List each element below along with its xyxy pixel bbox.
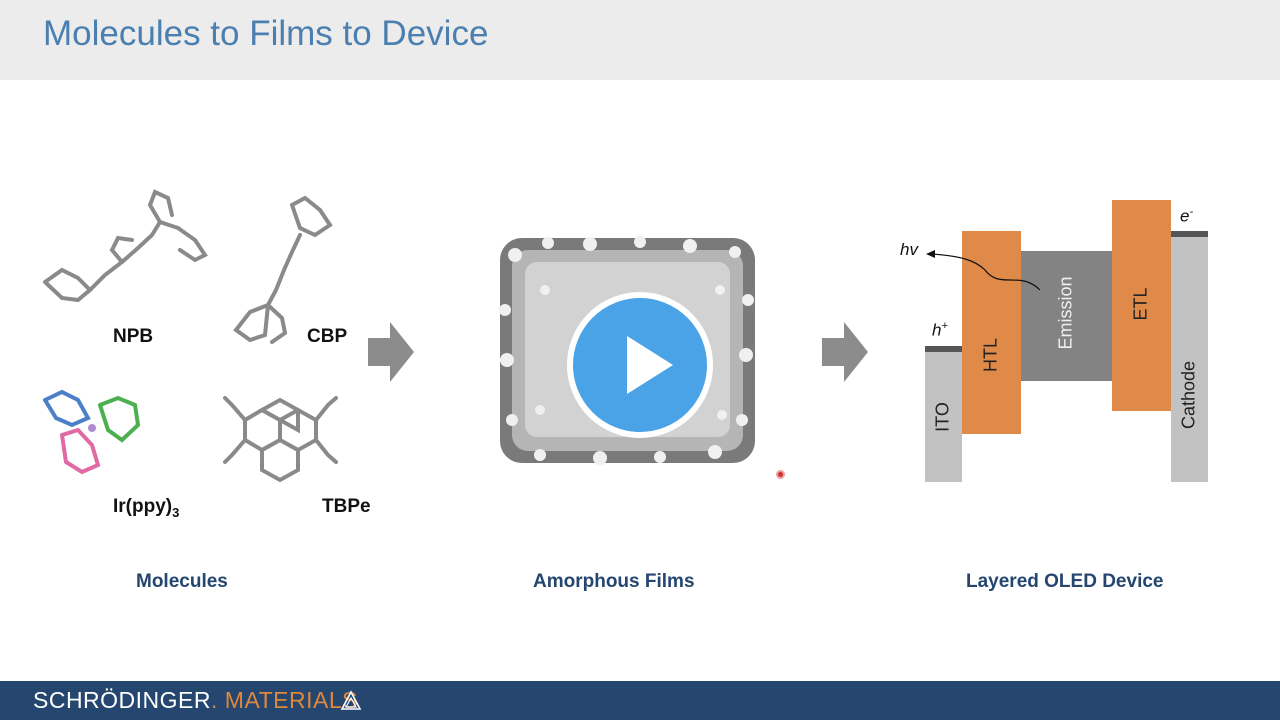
section-label-films: Amorphous Films xyxy=(533,571,695,592)
emission-label: Emission xyxy=(1055,276,1076,350)
electron-label: e- xyxy=(1180,206,1193,227)
ito-label: ITO xyxy=(932,402,953,432)
brand-materials: MATERIALS xyxy=(224,687,358,713)
ito-layer xyxy=(925,352,962,482)
electron-label-sup: - xyxy=(1189,206,1194,218)
right-arrow-icon xyxy=(368,322,414,382)
footer-bar: SCHRÖDINGER. MATERIALS xyxy=(0,681,1280,720)
htl-label: HTL xyxy=(980,337,1001,373)
cathode-layer xyxy=(1171,236,1208,482)
irppy-label: Ir(ppy)3 xyxy=(113,496,179,520)
cbp-label: CBP xyxy=(307,326,348,347)
hole-label-main: h xyxy=(932,320,942,340)
cursor-dot xyxy=(776,470,785,479)
section-label-device: Layered OLED Device xyxy=(966,571,1164,592)
electron-label-main: e xyxy=(1180,206,1190,226)
hole-label: h+ xyxy=(932,320,948,341)
irppy-label-sub: 3 xyxy=(172,504,180,520)
oled-device-diagram xyxy=(925,200,1208,482)
hole-label-sup: + xyxy=(941,320,948,332)
brand-dot: . xyxy=(211,687,218,713)
play-button[interactable] xyxy=(567,292,713,438)
brand-name: SCHRÖDINGER xyxy=(33,687,212,713)
npb-label: NPB xyxy=(113,326,154,347)
schrodinger-logo-icon xyxy=(340,690,362,710)
npb-molecule-icon xyxy=(43,189,208,303)
right-arrow-icon xyxy=(822,322,868,382)
play-icon xyxy=(627,336,673,394)
irppy-label-main: Ir(ppy) xyxy=(113,496,173,517)
emission-layer xyxy=(1021,251,1112,381)
cbp-molecule-icon xyxy=(233,195,333,344)
tbpe-label: TBPe xyxy=(322,496,371,517)
header-bar: Molecules to Films to Device xyxy=(0,0,1280,80)
brand-wordmark: SCHRÖDINGER. MATERIALS xyxy=(33,687,358,714)
etl-label: ETL xyxy=(1130,287,1151,321)
section-label-molecules: Molecules xyxy=(136,571,228,592)
irppy-molecule-icon xyxy=(43,389,141,475)
htl-layer xyxy=(962,231,1021,434)
cathode-label: Cathode xyxy=(1178,360,1199,430)
hv-label: hv xyxy=(900,240,918,259)
slide-title: Molecules to Films to Device xyxy=(43,14,489,53)
etl-layer xyxy=(1112,200,1171,411)
tbpe-molecule-icon xyxy=(223,396,338,483)
